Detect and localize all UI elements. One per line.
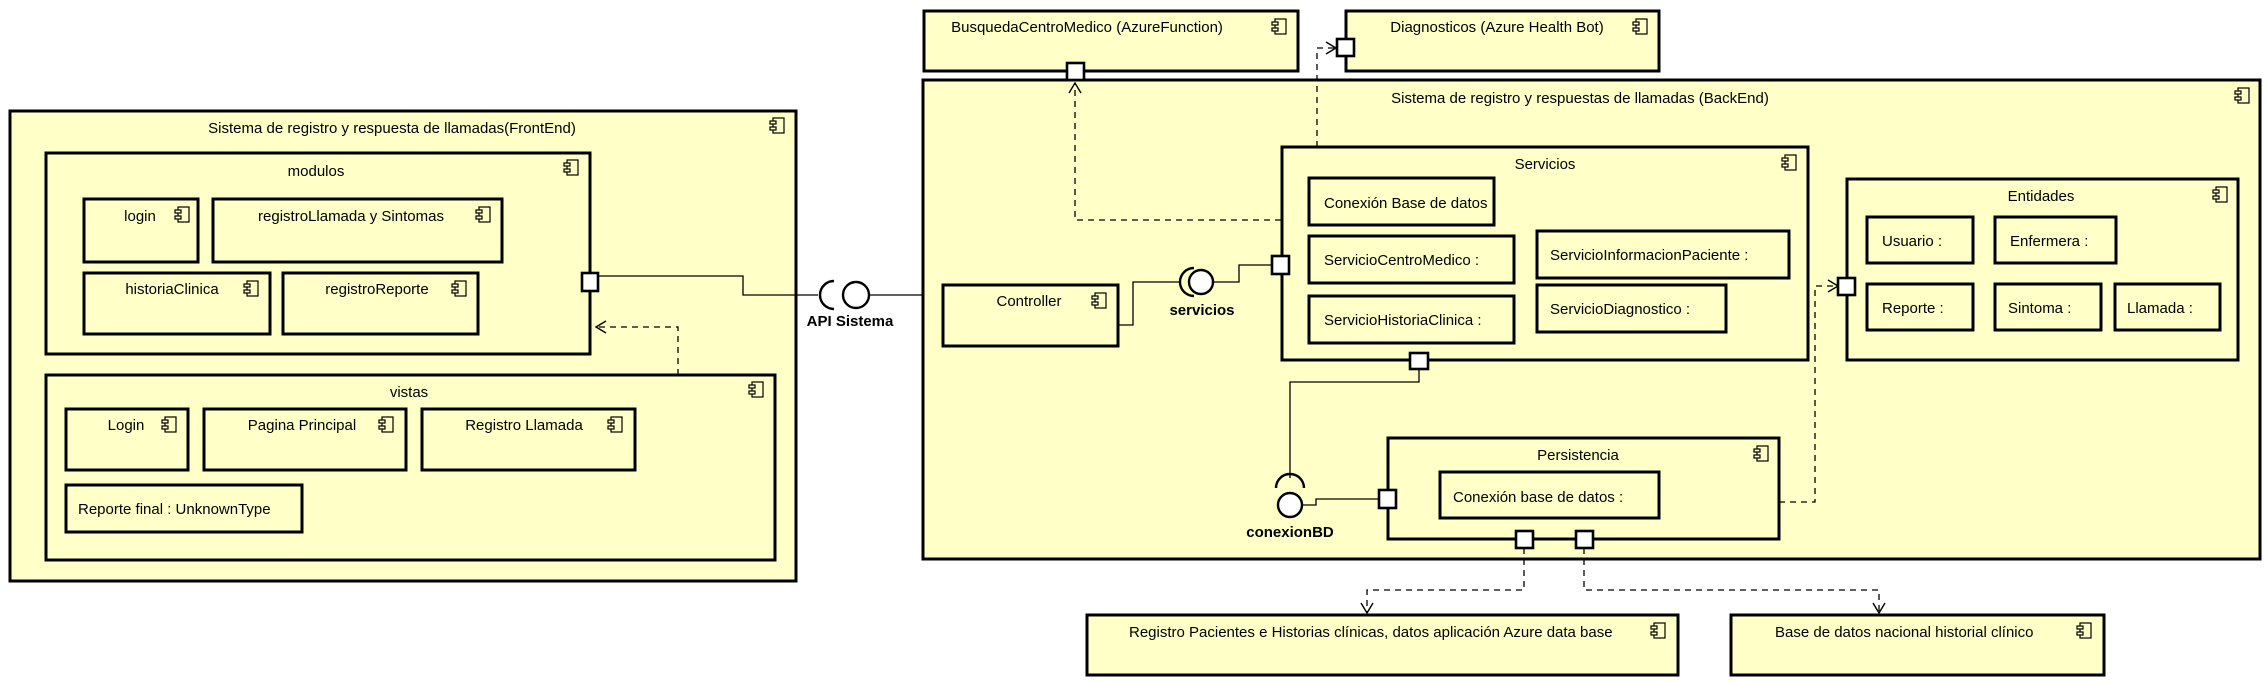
modulo-registro-llamada: registroLlamada y Sintomas [211, 197, 504, 264]
modulo-historia-clinica: historiaClinica [82, 271, 272, 336]
entidad-llamada: Llamada : [2113, 282, 2222, 332]
modulos-port [580, 271, 600, 293]
assembly-line [1302, 498, 1379, 506]
modulo-registro-reporte: registroReporte [281, 271, 480, 336]
servicio-centro-medico: ServicioCentroMedico : [1307, 234, 1516, 285]
entidad-attribute: Reporte : [1882, 300, 1944, 317]
entidades-title: Entidades [2008, 188, 2075, 205]
modulo-label: registroReporte [325, 281, 428, 298]
modulos-title: modulos [288, 163, 345, 180]
dependency-arrow [1779, 279, 1840, 503]
vista-label: Registro Llamada [465, 417, 583, 434]
entidades-port [1836, 276, 1857, 297]
entidad-attribute: Llamada : [2127, 300, 2193, 317]
dependency-arrow [1360, 548, 1525, 615]
servicios-title: Servicios [1515, 156, 1576, 173]
entidades-component: Entidades [1845, 177, 2240, 362]
entidad-usuario: Usuario : [1865, 215, 1975, 265]
servicio-attribute: ServicioInformacionPaciente : [1550, 247, 1748, 264]
api-sistema-interface: API Sistema [807, 279, 894, 330]
assembly-line [1118, 281, 1180, 326]
entidad-attribute: Usuario : [1882, 233, 1942, 250]
frontend-title: Sistema de registro y respuesta de llama… [208, 120, 576, 137]
modulo-label: registroLlamada y Sintomas [258, 208, 444, 225]
servicios-interface: servicios [1169, 266, 1235, 319]
vista-label: Login [108, 417, 145, 434]
assembly-line [1289, 369, 1420, 478]
required-socket [1274, 472, 1306, 489]
servicio-attribute: ServicioHistoriaClinica : [1324, 312, 1482, 329]
nacional-db-title: Base de datos nacional historial clínico [1775, 624, 2034, 641]
interface-label: API Sistema [807, 313, 894, 330]
diagnosticos-port [1335, 37, 1356, 58]
busqueda-port [1065, 61, 1086, 82]
registro-db-component: Registro Pacientes e Historias clínicas,… [1085, 613, 1680, 677]
assembly-line [1212, 264, 1272, 283]
required-socket [1178, 266, 1195, 298]
dependency-arrow [594, 320, 679, 375]
provided-lollipop [1276, 491, 1304, 519]
backend-title: Sistema de registro y respuestas de llam… [1391, 90, 1769, 107]
dependency-arrow [1316, 41, 1338, 147]
entidad-reporte: Reporte : [1865, 282, 1975, 332]
required-socket [818, 279, 835, 311]
vista-label: Pagina Principal [248, 417, 356, 434]
nacional-db-component: Base de datos nacional historial clínico [1729, 613, 2106, 677]
servicio-historia-clinica: ServicioHistoriaClinica : [1307, 294, 1516, 345]
vistas-title: vistas [390, 384, 428, 401]
servicio-attribute: ServicioDiagnostico : [1550, 301, 1690, 318]
dependency-arrow [1583, 548, 1886, 615]
servicios-bottom-port [1408, 351, 1430, 371]
vista-pagina-principal: Pagina Principal [202, 407, 408, 472]
busqueda-component: BusquedaCentroMedico (AzureFunction) [922, 9, 1300, 73]
conexion-bd-interface: conexionBD [1246, 472, 1334, 541]
servicio-attribute: ServicioCentroMedico : [1324, 252, 1479, 269]
modulo-label: historiaClinica [125, 281, 219, 298]
persistencia-title: Persistencia [1537, 447, 1619, 464]
diagnosticos-title: Diagnosticos (Azure Health Bot) [1390, 19, 1603, 36]
persistencia-attribute: Conexión base de datos : [1453, 489, 1623, 506]
diagnosticos-component: Diagnosticos (Azure Health Bot) [1344, 9, 1661, 73]
persistencia-bottom-port-1 [1514, 529, 1535, 550]
persistencia-port [1377, 488, 1398, 510]
connectors [594, 41, 1886, 615]
servicios-port [1270, 254, 1291, 276]
provided-lollipop [841, 280, 871, 310]
entidad-attribute: Sintoma : [2008, 300, 2071, 317]
entidad-sintoma: Sintoma : [1993, 282, 2103, 332]
dependency-arrow [1068, 81, 1281, 221]
controller-title: Controller [996, 293, 1061, 310]
entidad-attribute: Enfermera : [2010, 233, 2088, 250]
persistencia-conexion: Conexión base de datos : [1438, 470, 1661, 520]
controller-component: Controller [941, 283, 1120, 348]
servicio-conexion-bd: Conexión Base de datos : [1307, 176, 1496, 227]
entidad-enfermera: Enfermera : [1993, 215, 2118, 265]
ports [580, 37, 1857, 550]
modulo-label: login [124, 208, 156, 225]
vista-login: Login [64, 407, 190, 472]
assembly-line [598, 275, 818, 296]
vista-registro-llamada: Registro Llamada [420, 407, 637, 472]
provided-lollipop [1187, 268, 1215, 296]
modulo-login: login [82, 197, 200, 264]
interface-label: servicios [1169, 302, 1234, 319]
reporte-attribute: Reporte final : UnknownType [78, 501, 271, 518]
vista-reporte-final: Reporte final : UnknownType [64, 483, 304, 534]
persistencia-bottom-port-2 [1574, 529, 1595, 550]
registro-db-title: Registro Pacientes e Historias clínicas,… [1129, 624, 1613, 641]
interface-label: conexionBD [1246, 524, 1334, 541]
servicio-diagnostico: ServicioDiagnostico : [1535, 283, 1728, 334]
busqueda-title: BusquedaCentroMedico (AzureFunction) [951, 19, 1223, 36]
servicio-attribute: Conexión Base de datos : [1324, 195, 1496, 212]
servicio-informacion-paciente: ServicioInformacionPaciente : [1535, 229, 1791, 280]
